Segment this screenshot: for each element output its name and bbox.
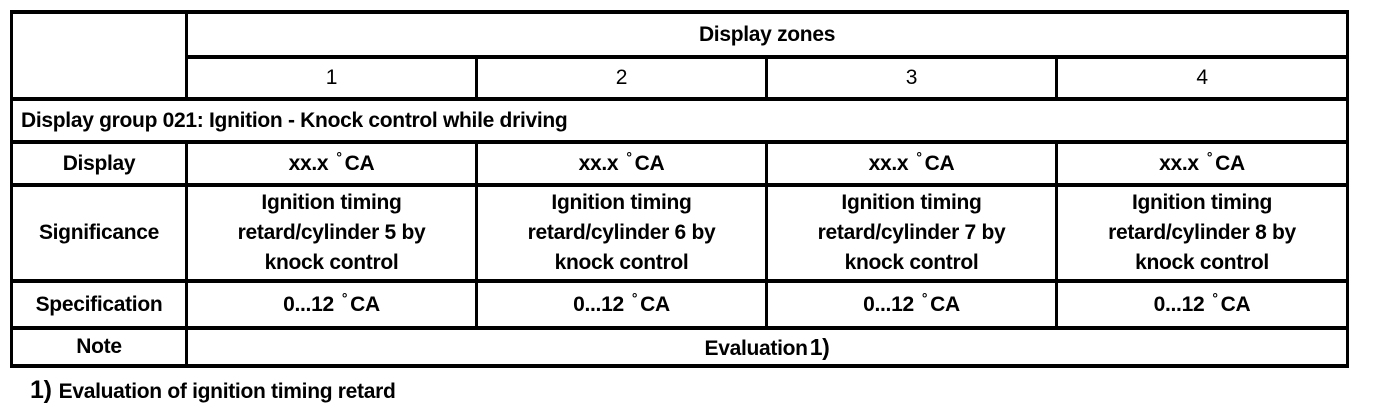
display-value-text: xx.x (868, 151, 909, 175)
display-value-zone-1: xx.x °CA (185, 140, 478, 187)
row-label-display: Display (10, 140, 188, 187)
degree-symbol: ° (336, 148, 342, 165)
significance-line: Ignition timing (551, 191, 692, 214)
significance-line: Ignition timing (261, 191, 402, 214)
corner-empty-cell (10, 10, 188, 101)
significance-zone-4: Ignition timing retard/cylinder 8 by kno… (1054, 183, 1350, 283)
significance-line: retard/cylinder 7 by (817, 221, 1006, 244)
significance-line: retard/cylinder 6 by (527, 221, 716, 244)
significance-line: Ignition timing (1131, 191, 1273, 214)
specification-zone-3: 0...12 °CA (765, 279, 1058, 330)
spec-value-text: 0...12 (283, 292, 334, 316)
degree-symbol: ° (631, 289, 638, 306)
display-value-text: xx.x (1159, 151, 1199, 175)
row-label-specification: Specification (10, 279, 188, 330)
note-cell: Evaluation1) (184, 326, 1350, 368)
display-group-title: Display group 021: Ignition - Knock cont… (9, 97, 1350, 144)
display-unit-text: CA (924, 151, 955, 175)
spec-value-text: 0...12 (863, 292, 914, 316)
significance-line: knock control (264, 251, 399, 274)
zone-number-3: 3 (765, 55, 1058, 101)
specification-zone-4: 0...12 °CA (1054, 279, 1350, 330)
note-footnote-ref: 1) (809, 333, 830, 360)
display-zones-header: Display zones (184, 10, 1350, 59)
display-group-table: Display zones 1 2 3 4 Display group 021:… (9, 10, 1350, 368)
spec-unit-text: CA (1220, 292, 1251, 316)
row-label-note: Note (10, 326, 188, 368)
significance-line: retard/cylinder 5 by (237, 221, 426, 244)
display-value-text: xx.x (578, 151, 619, 175)
degree-symbol: ° (921, 289, 928, 306)
degree-symbol: ° (1206, 148, 1213, 165)
display-value-zone-3: xx.x °CA (765, 140, 1058, 187)
spec-value-text: 0...12 (573, 292, 624, 316)
footnote: 1) Evaluation of ignition timing retard (30, 376, 396, 405)
zone-number-2: 2 (475, 55, 768, 101)
zone-number-4: 4 (1054, 55, 1350, 101)
degree-symbol: ° (626, 148, 632, 165)
degree-symbol: ° (916, 148, 922, 165)
significance-line: retard/cylinder 8 by (1108, 221, 1296, 244)
zone-number-1: 1 (185, 55, 478, 101)
display-value-zone-2: xx.x °CA (475, 140, 768, 187)
specification-zone-2: 0...12 °CA (475, 279, 768, 330)
display-value-zone-4: xx.x °CA (1054, 140, 1350, 187)
row-label-significance: Significance (10, 183, 188, 283)
display-value-text: xx.x (288, 151, 329, 175)
footnote-ref: 1) (30, 376, 52, 404)
spec-unit-text: CA (350, 292, 380, 316)
degree-symbol: ° (341, 289, 348, 306)
significance-zone-1: Ignition timing retard/cylinder 5 by kno… (185, 183, 478, 283)
significance-line: knock control (1135, 251, 1269, 274)
significance-line: Ignition timing (841, 191, 982, 214)
significance-line: knock control (844, 251, 979, 274)
display-unit-text: CA (1215, 151, 1245, 175)
degree-symbol: ° (1212, 289, 1218, 306)
spec-unit-text: CA (640, 292, 670, 316)
significance-zone-3: Ignition timing retard/cylinder 7 by kno… (765, 183, 1058, 283)
significance-line: knock control (554, 251, 689, 274)
specification-zone-1: 0...12 °CA (185, 279, 478, 330)
significance-zone-2: Ignition timing retard/cylinder 6 by kno… (475, 183, 768, 283)
spec-value-text: 0...12 (1153, 292, 1205, 316)
display-unit-text: CA (634, 151, 665, 175)
note-text: Evaluation (704, 336, 808, 360)
footnote-text: Evaluation of ignition timing retard (58, 380, 396, 403)
display-unit-text: CA (344, 151, 375, 175)
spec-unit-text: CA (930, 292, 960, 316)
